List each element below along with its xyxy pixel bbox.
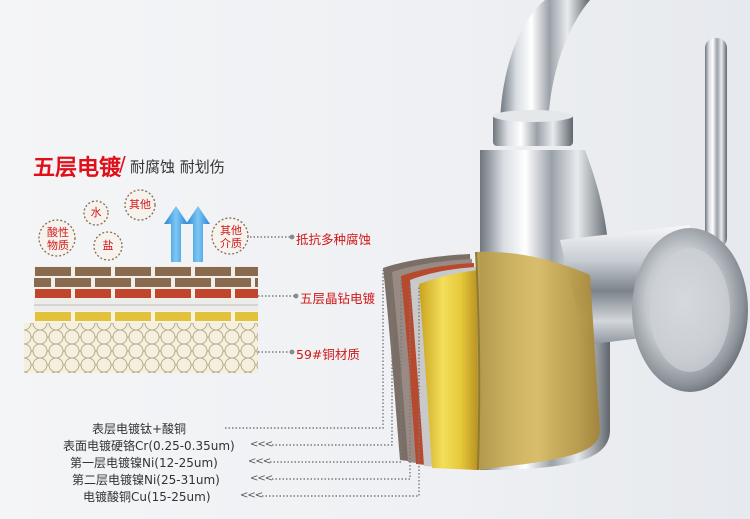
corrosion-bubbles — [38, 189, 249, 261]
bubble-salt-label: 盐 — [102, 239, 114, 252]
bubble-acid — [38, 219, 76, 257]
bubble-salt — [93, 231, 123, 261]
bubble-other — [124, 189, 156, 221]
page-subtitle: 耐腐蚀 耐划伤 — [130, 158, 225, 176]
bubble-water-label: 水 — [90, 206, 102, 219]
layer-label-surface-titanium: 表层电镀钛+酸铜 — [92, 422, 187, 436]
callout-dots — [289, 234, 299, 355]
bubble-acid-label: 酸性 物质 — [47, 226, 69, 252]
callout-resist-corrosion: 抵抗多种腐蚀 — [296, 232, 372, 247]
layer-label-second-nickel: 第二层电镀镍Ni(25-31um) — [72, 473, 220, 487]
layer-arrow-acid-copper: <<< — [240, 490, 263, 501]
layer-arrow-hard-chrome: <<< — [250, 439, 273, 450]
layer-label-hard-chrome: 表面电镀硬铬Cr(0.25-0.35um) — [63, 439, 235, 453]
layer-arrow-second-nickel: <<< — [250, 473, 273, 484]
layer-label-acid-copper: 电镀酸铜Cu(15-25um) — [83, 490, 211, 504]
title-separator: / — [119, 152, 126, 176]
layer-arrow-first-nickel: <<< — [248, 456, 271, 467]
faucet-image — [383, 0, 748, 471]
bubble-water — [83, 200, 109, 226]
bubble-other-medium-label: 其他 介质 — [220, 224, 242, 250]
bubble-other-label: 其他 — [129, 198, 151, 211]
callout-copper-material: 59#铜材质 — [296, 347, 360, 362]
callout-five-layer-plating: 五层晶钻电镀 — [300, 291, 376, 306]
layer-label-first-nickel: 第一层电镀镍Ni(12-25um) — [70, 456, 218, 470]
callout-lines — [225, 236, 420, 497]
upward-arrows — [164, 206, 210, 262]
page-title: 五层电镀 — [33, 156, 122, 181]
bubble-other-medium — [211, 217, 249, 255]
layer-diagram — [24, 266, 258, 373]
